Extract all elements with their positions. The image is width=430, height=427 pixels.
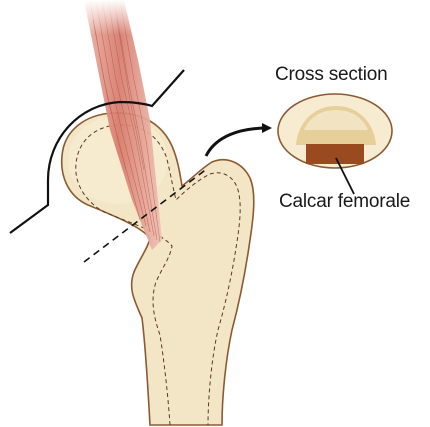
calcar-label: Calcar femorale [279,191,410,213]
cross-section-label: Cross section [275,64,388,86]
curved-arrow-icon [206,128,268,156]
cross-section [278,94,392,168]
muscle-fade [80,0,140,35]
calcar-region [306,144,364,164]
